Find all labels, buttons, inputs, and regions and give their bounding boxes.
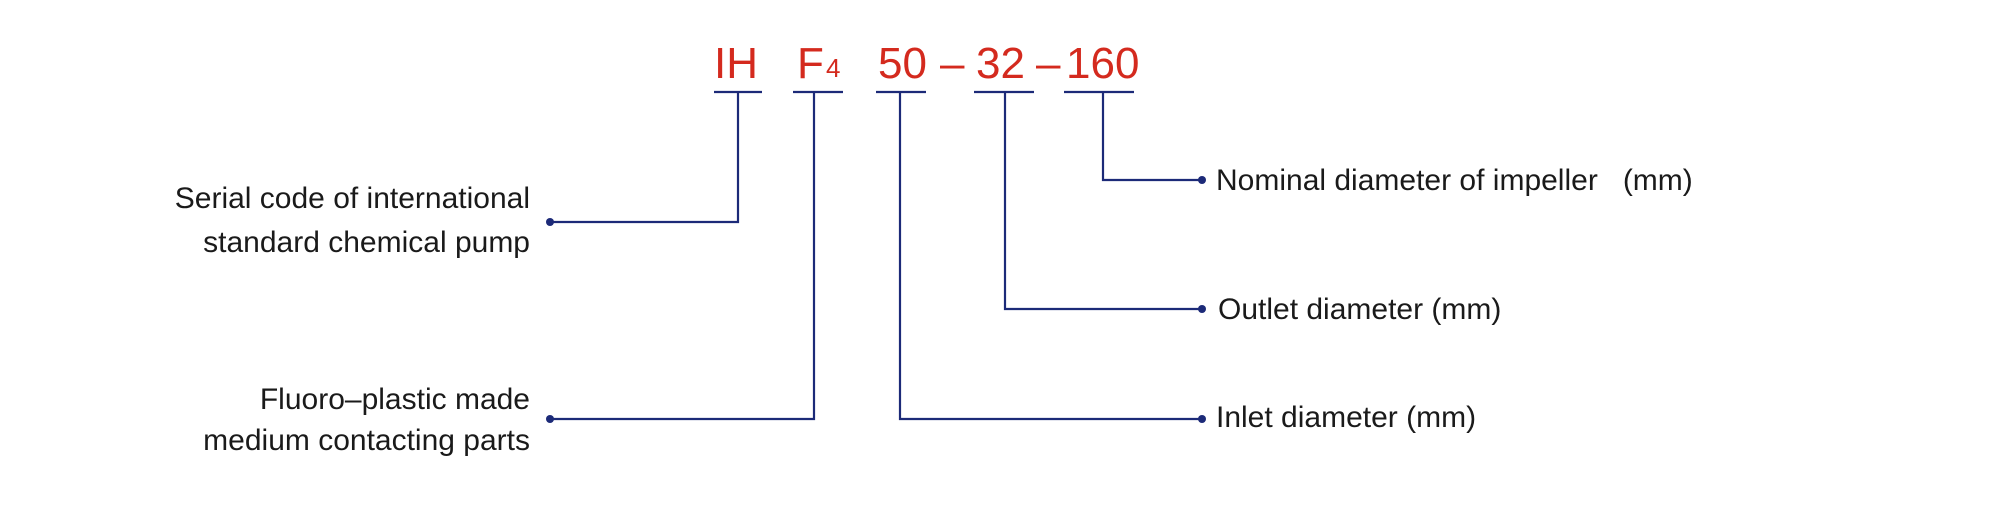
label-impeller: Nominal diameter of impeller (mm) xyxy=(1216,164,1693,197)
connector-dot-inlet xyxy=(1198,415,1206,423)
code-separator-1: – xyxy=(940,39,965,88)
code-outlet: 32 xyxy=(976,39,1025,88)
code-separator-2: – xyxy=(1036,39,1061,88)
connector-dot-serial-code xyxy=(546,218,554,226)
label-outlet: Outlet diameter (mm) xyxy=(1218,293,1501,326)
connector-dot-impeller xyxy=(1198,176,1206,184)
connector-inlet xyxy=(898,92,1202,421)
connector-dot-outlet xyxy=(1198,305,1206,313)
label-serial-code-line1: Serial code of international xyxy=(175,182,530,215)
label-serial-code-line2: standard chemical pump xyxy=(203,226,530,259)
code-ih: IH xyxy=(714,39,758,88)
code-f: F xyxy=(797,39,824,88)
label-inlet: Inlet diameter (mm) xyxy=(1216,401,1476,434)
connector-outlet xyxy=(1003,92,1202,311)
connector-serial-code xyxy=(550,92,740,224)
connector-dot-fluoro xyxy=(546,415,554,423)
connector-fluoro xyxy=(550,92,816,421)
label-fluoro-line1: Fluoro–plastic made xyxy=(260,383,530,416)
code-f-subscript: 4 xyxy=(826,53,840,83)
code-impeller: 160 xyxy=(1066,39,1139,88)
code-inlet: 50 xyxy=(878,39,927,88)
connector-impeller xyxy=(1101,92,1202,182)
label-fluoro-line2: medium contacting parts xyxy=(203,424,530,457)
